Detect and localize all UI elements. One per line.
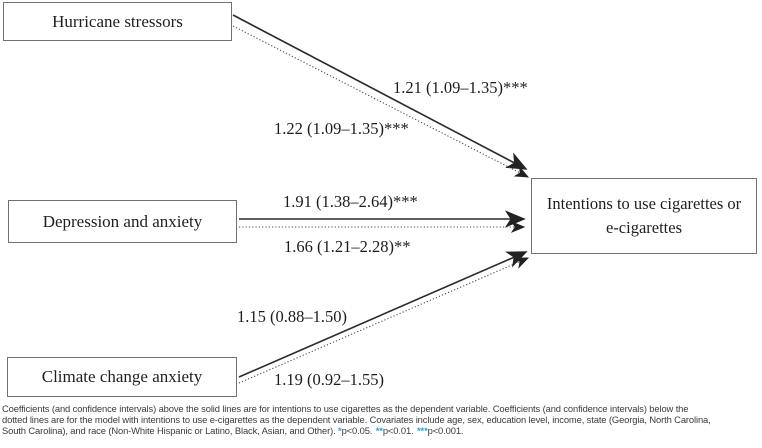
coefficient-hurricane-cigarettes: 1.21 (1.09–1.35)***	[393, 78, 528, 97]
figure-footnote: Coefficients (and confidence intervals) …	[2, 403, 762, 437]
significance-note-p01: **p<0.01.	[376, 425, 416, 436]
significance-star-p001: ***	[417, 424, 428, 436]
hurricane-stressors-box: Hurricane stressors	[3, 2, 232, 41]
significance-star-p05: *	[338, 424, 342, 436]
intentions-outcome-box: Intentions to use cigarettes or e-cigare…	[531, 178, 757, 254]
climate-change-anxiety-label: Climate change anxiety	[41, 367, 203, 386]
footnote-line3-prefix: South Carolina), and race (Non-White His…	[2, 424, 339, 436]
significance-star-p01: **	[375, 424, 383, 436]
hurricane-stressors-label: Hurricane stressors	[52, 11, 183, 31]
coefficient-climate-ecigarettes: 1.19 (0.92–1.55)	[274, 370, 384, 389]
coefficient-hurricane-ecigarettes: 1.22 (1.09–1.35)***	[274, 119, 409, 138]
coefficient-depression-ecigarettes: 1.66 (1.21–2.28)**	[284, 237, 411, 256]
path-hurricane-dotted-line	[232, 25, 530, 178]
coefficient-depression-cigarettes: 1.91 (1.38–2.64)***	[283, 192, 418, 211]
footnote-line1: Coefficients (and confidence intervals) …	[2, 403, 689, 414]
coefficient-climate-cigarettes: 1.15 (0.88–1.50)	[237, 307, 347, 326]
significance-note-p001: ***p<0.001.	[417, 424, 464, 436]
depression-anxiety-label: Depression and anxiety	[42, 211, 203, 231]
path-climate-solid-line	[238, 251, 528, 378]
footnote-line3: South Carolina), and race (Non-White His…	[2, 424, 762, 437]
significance-text-p001: p<0.001.	[427, 424, 464, 436]
depression-anxiety-box: Depression and anxiety	[8, 200, 237, 243]
significance-text-p05: p<0.05.	[341, 424, 375, 436]
climate-change-anxiety-box: Climate change anxiety	[7, 357, 237, 397]
significance-note-p05: *p<0.05.	[338, 425, 375, 436]
intentions-outcome-label-line2: e-cigarettes	[605, 218, 683, 237]
footnote-line2: dotted lines are for the model with inte…	[2, 413, 711, 425]
intentions-outcome-label-line1: Intentions to use cigarettes or	[546, 194, 742, 214]
path-hurricane-solid-line	[232, 14, 528, 170]
significance-text-p01: p<0.01.	[382, 424, 417, 436]
